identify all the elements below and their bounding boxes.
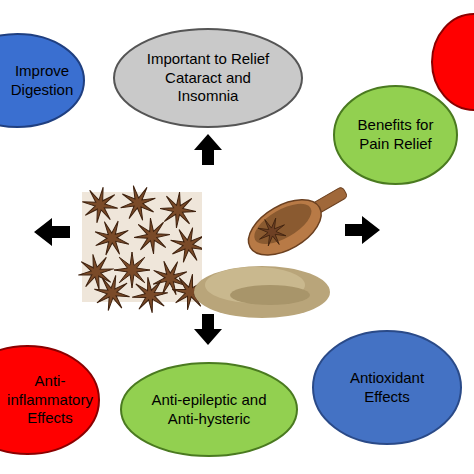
- node-label: Benefits for Pain Relief: [348, 85, 443, 185]
- anise-seed-photo: [194, 173, 356, 318]
- ellipse-node: Anti-epileptic and Anti-hysteric: [120, 362, 298, 457]
- block-arrows: [34, 134, 380, 345]
- ellipse-node: Improve Digestion: [0, 33, 85, 128]
- ellipse-node: Anti-inflammatory Effects: [0, 345, 100, 455]
- ellipse-shape: [114, 29, 302, 127]
- node-label: Important to Relief Cataract and Insomni…: [138, 28, 278, 128]
- left-arrow: [34, 218, 70, 246]
- red-ellipse: [432, 14, 474, 110]
- ellipse-shape: [0, 346, 99, 454]
- node-label: Improve Digestion: [2, 33, 82, 128]
- ellipse-node: Benefits for Pain Relief: [333, 85, 458, 185]
- ellipse-shape: [0, 34, 84, 127]
- ellipse-shape: [334, 86, 457, 184]
- node-label: Anti-epileptic and Anti-hysteric: [138, 362, 280, 457]
- ellipse-shape: [313, 331, 461, 444]
- ellipse-node: Important to Relief Cataract and Insomni…: [113, 28, 303, 128]
- down-arrow: [194, 314, 222, 345]
- node-label: Anti-inflammatory Effects: [3, 345, 97, 455]
- right-arrow: [345, 216, 380, 244]
- ellipse-shape: [121, 363, 297, 456]
- ellipse-node: Antioxidant Effects: [312, 330, 462, 445]
- star-anise-photo: [71, 178, 210, 320]
- node-label: Antioxidant Effects: [332, 330, 442, 445]
- up-arrow: [194, 134, 222, 165]
